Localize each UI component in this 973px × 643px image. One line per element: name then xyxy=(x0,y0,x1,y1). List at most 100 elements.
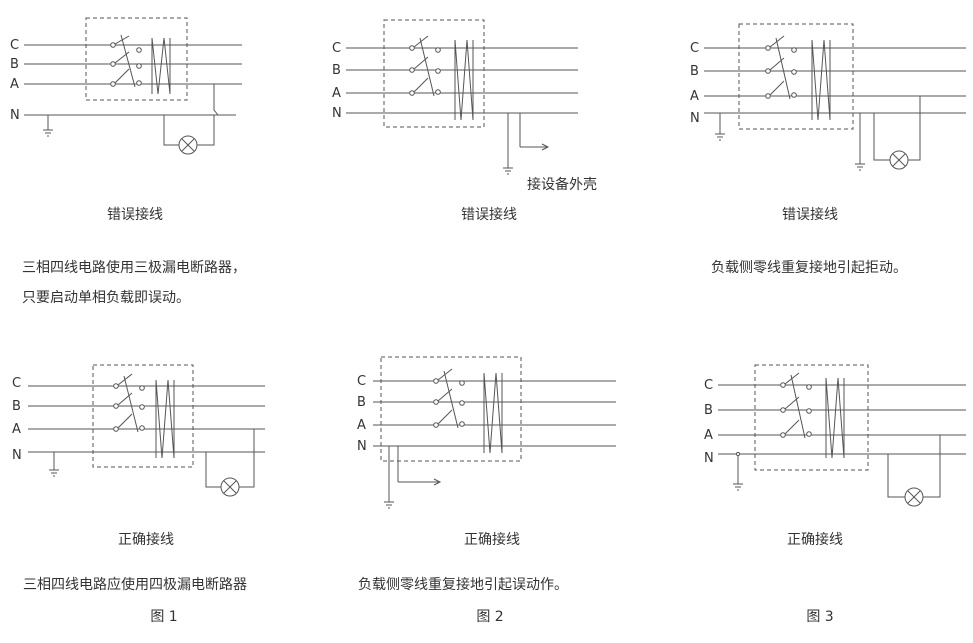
panel-3-caption: 错误接线 xyxy=(782,207,838,223)
phase-label-b-p2: B xyxy=(332,63,341,78)
phase-label-b-p4: B xyxy=(12,399,21,414)
fig3-wrong-desc: 负载侧零线重复接地引起拒动。 xyxy=(711,260,907,276)
p5-contact-out-1 xyxy=(459,400,465,406)
p3-contact-out-0 xyxy=(791,47,797,53)
phase-label-n-p5: N xyxy=(357,439,367,454)
p4-lamp-icon-cross2 xyxy=(223,480,237,494)
p1-contact-out-2 xyxy=(136,80,142,86)
p3-contact-out-1 xyxy=(791,69,797,75)
p1-contact-in-2 xyxy=(110,81,116,87)
p2-contact-out-0 xyxy=(435,47,441,53)
p5-contact-out-2 xyxy=(459,421,465,427)
p3-blade-1 xyxy=(769,57,785,71)
p3-contact-in-1 xyxy=(765,68,771,74)
panel-2-caption: 错误接线 xyxy=(461,207,517,223)
p2-contact-out-1 xyxy=(435,68,441,74)
panel-2-note: 接设备外壳 xyxy=(527,177,597,193)
phase-label-b-p6: B xyxy=(704,403,713,418)
p6-contact-in-2 xyxy=(780,432,786,438)
p2-blade-1 xyxy=(413,56,429,70)
p3-coil xyxy=(811,39,831,121)
figure-label-1: 图 1 xyxy=(150,609,178,625)
p3-contact-out-2 xyxy=(791,92,797,98)
figure-label-2: 图 2 xyxy=(476,609,504,625)
p2-contact-out-2 xyxy=(435,89,441,95)
p3-blade-2 xyxy=(769,80,785,96)
phase-label-c-p6: C xyxy=(704,378,713,393)
p6-switch-link xyxy=(790,374,806,439)
p2-contact-in-1 xyxy=(409,67,415,73)
p3-contact-in-0 xyxy=(765,45,771,51)
p4-blade-1 xyxy=(117,392,133,406)
p1-load-tap xyxy=(213,84,219,116)
phase-label-c-p3: C xyxy=(690,41,699,56)
p6-lamp-icon-cross2 xyxy=(907,490,921,504)
p4-contact-out-0 xyxy=(139,385,145,391)
p3-contact-in-2 xyxy=(765,93,771,99)
p3-switch-link xyxy=(775,37,791,100)
p5-blade-2 xyxy=(437,409,453,425)
phase-label-c-p1: C xyxy=(10,38,19,53)
p5-contact-in-1 xyxy=(433,399,439,405)
p2-breaker xyxy=(383,19,485,128)
p6-breaker xyxy=(754,364,869,471)
phase-label-n-p1: N xyxy=(10,108,20,123)
phase-label-n-p3: N xyxy=(690,111,700,126)
p4-contact-out-1 xyxy=(139,404,145,410)
phase-label-a-p2: A xyxy=(332,86,341,101)
p4-contact-out-2 xyxy=(139,425,145,431)
phase-label-a-p6: A xyxy=(704,428,713,443)
phase-label-b-p5: B xyxy=(357,395,366,410)
p1-contact-in-1 xyxy=(110,61,116,67)
p4-breaker xyxy=(92,364,194,468)
phase-label-c-p4: C xyxy=(12,376,21,391)
phase-label-b-p3: B xyxy=(690,64,699,79)
phase-label-a-p1: A xyxy=(10,77,19,92)
p5-coil xyxy=(483,372,503,454)
phase-label-b-p1: B xyxy=(10,57,19,72)
phase-label-a-p5: A xyxy=(357,418,366,433)
p6-ground-node xyxy=(735,451,741,457)
fig1-right-desc: 三相四线电路应使用四极漏电断路器 xyxy=(23,577,247,593)
p3-lamp-icon-cross2 xyxy=(892,153,906,167)
phase-label-c-p5: C xyxy=(357,374,366,389)
fig2-right-desc: 负载侧零线重复接地引起误动作。 xyxy=(358,577,568,593)
phase-label-a-p4: A xyxy=(12,422,21,437)
p5-contact-in-0 xyxy=(433,378,439,384)
phase-label-c-p2: C xyxy=(332,41,341,56)
p1-contact-out-1 xyxy=(136,63,142,69)
p6-contact-out-1 xyxy=(806,408,812,414)
fig1-wrong-desc-line2: 只要启动单相负载即误动。 xyxy=(22,290,190,306)
fig1-wrong-desc-line1: 三相四线电路使用三极漏电断路器， xyxy=(22,260,246,276)
p4-switch-link xyxy=(123,375,139,433)
p6-coil xyxy=(825,377,845,459)
p1-breaker xyxy=(85,17,188,101)
p4-contact-in-0 xyxy=(113,383,119,389)
panel-1-caption: 错误接线 xyxy=(107,207,163,223)
p2-case-arrow-head xyxy=(541,143,550,151)
panel-4-caption: 正确接线 xyxy=(118,532,174,548)
panel-6-caption: 正确接线 xyxy=(787,532,843,548)
p1-lamp-icon-cross2 xyxy=(181,138,195,152)
p6-contact-in-1 xyxy=(780,407,786,413)
p2-blade-2 xyxy=(413,77,429,93)
p4-blade-2 xyxy=(117,413,133,429)
phase-label-a-p3: A xyxy=(690,89,699,104)
p1-blade-2 xyxy=(114,68,130,84)
p6-blade-2 xyxy=(784,419,800,435)
p4-contact-in-2 xyxy=(113,426,119,432)
p5-blade-1 xyxy=(437,388,453,402)
p2-switch-link xyxy=(419,37,435,97)
p3-load-loop xyxy=(873,96,921,161)
p4-contact-in-1 xyxy=(113,403,119,409)
p5-switch-link xyxy=(443,370,459,429)
p2-coil xyxy=(454,39,474,121)
p6-contact-in-0 xyxy=(780,382,786,388)
p2-contact-in-0 xyxy=(409,45,415,51)
phase-label-n-p4: N xyxy=(12,448,22,463)
p6-contact-out-0 xyxy=(806,384,812,390)
p1-coil xyxy=(151,37,171,95)
p6-contact-out-2 xyxy=(806,431,812,437)
phase-label-n-p2: N xyxy=(332,106,342,121)
panel-5-caption: 正确接线 xyxy=(464,532,520,548)
